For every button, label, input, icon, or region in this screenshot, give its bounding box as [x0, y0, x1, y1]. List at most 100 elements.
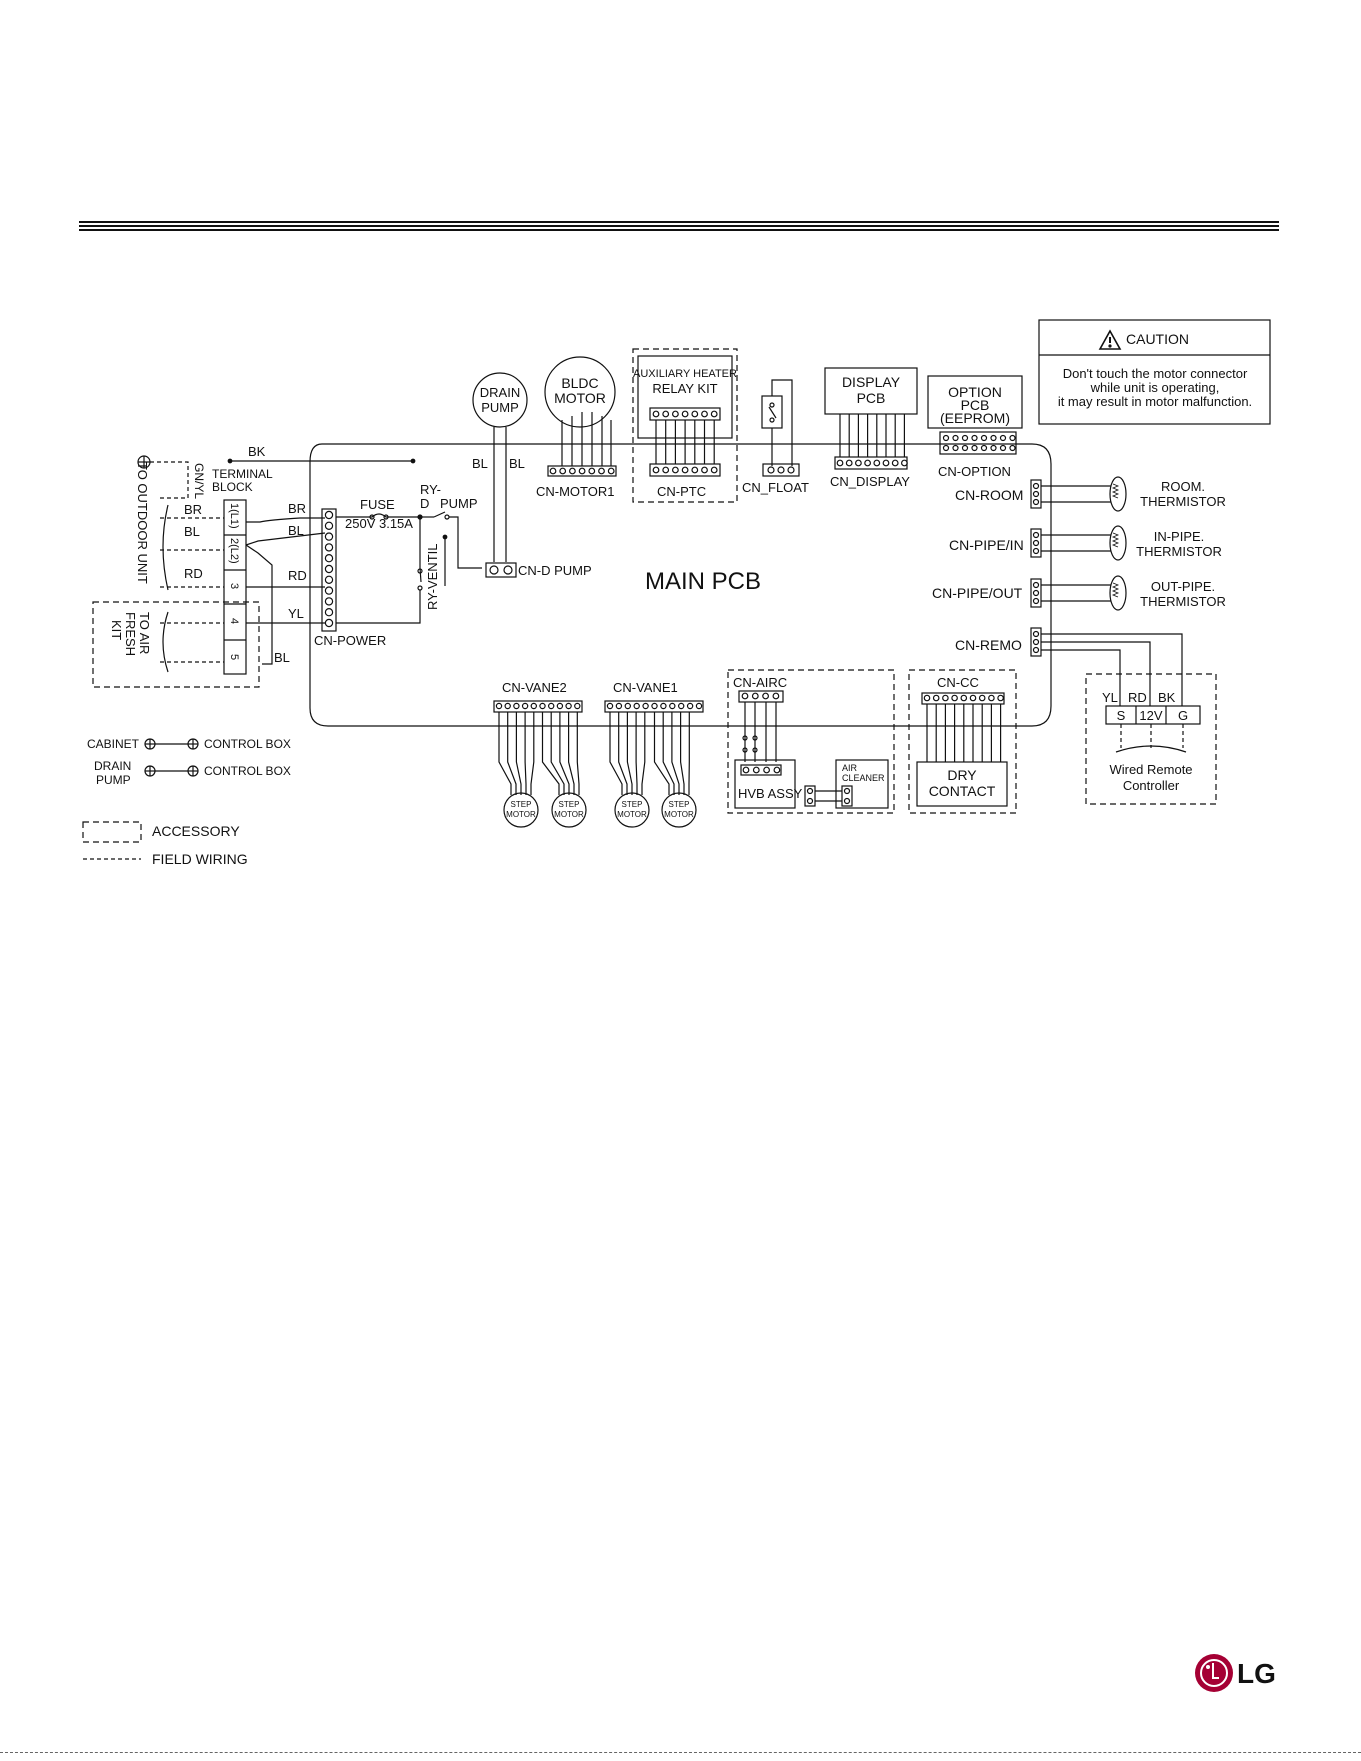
- air-cleaner-label-2: CLEANER: [842, 773, 885, 783]
- connector-pin: [607, 467, 615, 475]
- connector-pin: [752, 766, 760, 774]
- wire: [559, 712, 570, 795]
- cn-ptc-label: CN-PTC: [657, 484, 706, 499]
- dry-label-1: DRY: [947, 767, 977, 783]
- connector-pin: [559, 467, 567, 475]
- terminal-label-1: TERMINAL: [212, 467, 273, 481]
- connector-pin: [324, 575, 334, 585]
- dry-label-2: CONTACT: [929, 783, 996, 799]
- connector-pin: [504, 702, 511, 710]
- connector-pin: [624, 702, 632, 710]
- cn-vane1-label: CN-VANE1: [613, 680, 678, 695]
- connector-pin: [990, 434, 997, 442]
- wire: [576, 712, 580, 795]
- step-motor-icon: [614, 792, 650, 828]
- wire: [524, 712, 527, 795]
- inpipe-th-label-1: IN-PIPE.: [1154, 529, 1205, 544]
- connector-pin: [633, 702, 640, 710]
- cn-airc-connector: [738, 690, 784, 703]
- drain-pump-ground-label-2: PUMP: [96, 773, 131, 787]
- connector-pin: [741, 692, 749, 700]
- terminal-5: 5: [228, 654, 240, 660]
- bk-label: BK: [248, 444, 266, 459]
- remote-bk-label: BK: [1158, 690, 1176, 705]
- cn-room-label: CN-ROOM: [955, 487, 1023, 503]
- rd-right-label: RD: [288, 568, 307, 583]
- inpipe-thermistor-icon: [1109, 525, 1127, 561]
- connector-pin: [324, 543, 334, 552]
- connector-pin: [569, 467, 576, 475]
- step-motor-label: STEP: [511, 800, 532, 809]
- lg-logo: LG: [1195, 1654, 1276, 1692]
- connector-pin: [521, 702, 529, 710]
- step-motor-label: MOTOR: [664, 810, 694, 819]
- remote-s-label: S: [1117, 708, 1126, 723]
- drain-pump-label-1: DRAIN: [480, 385, 520, 400]
- connector-pin: [324, 608, 334, 617]
- outpipe-th-label-2: THERMISTOR: [1140, 594, 1226, 609]
- connector-pin: [1009, 434, 1016, 442]
- cn-display-label: CN_DISPLAY: [830, 474, 910, 489]
- connector-pin: [997, 694, 1004, 702]
- connector-pin: [598, 467, 605, 475]
- terminal-2: 2(L2): [228, 538, 240, 564]
- caution-line-3: it may result in motor malfunction.: [1058, 394, 1252, 409]
- remote-rd-label: RD: [1128, 690, 1147, 705]
- connector-pin: [701, 410, 708, 418]
- wire: [626, 712, 633, 795]
- drain-pump-label-2: PUMP: [481, 400, 519, 415]
- cabinet-label: CABINET: [87, 737, 140, 751]
- connector-pin: [556, 702, 564, 710]
- connector-pin: [942, 434, 950, 442]
- wire: [550, 712, 565, 795]
- cn-remo-label: CN-REMO: [955, 637, 1022, 653]
- step-motor-label: STEP: [559, 800, 580, 809]
- step-motor-label: MOTOR: [506, 810, 536, 819]
- control-box-label-1: CONTROL BOX: [204, 737, 291, 751]
- connector-pin: [695, 702, 703, 710]
- cn-vane2-label: CN-VANE2: [502, 680, 567, 695]
- wire: [498, 712, 512, 795]
- connector-pin: [669, 702, 676, 710]
- cn-vane2-connector: [493, 700, 583, 713]
- fuse-rating-label: 250V 3.15A: [345, 516, 413, 531]
- cn-float-label: CN_FLOAT: [742, 480, 809, 495]
- connector-pin: [873, 459, 881, 467]
- wire: [618, 712, 628, 795]
- step-motor-icon: [551, 792, 587, 828]
- connector-pin: [681, 466, 689, 474]
- aux-heater-accessory-box: [632, 348, 738, 503]
- connector-pin: [324, 510, 334, 520]
- dry-contact-box: [916, 761, 1008, 807]
- connector-pin: [539, 702, 546, 710]
- cn-ptc-connector: [649, 463, 721, 477]
- connector-pin: [901, 459, 908, 467]
- lg-logo-text: LG: [1237, 1658, 1276, 1689]
- room-thermistor-icon: [1109, 476, 1127, 512]
- cn-vane1-connector: [604, 700, 704, 713]
- connector-pin: [980, 434, 988, 442]
- wire: [653, 712, 670, 795]
- warning-icon: [1098, 329, 1122, 350]
- aux-label-2: RELAY KIT: [652, 381, 717, 396]
- connector-pin: [660, 702, 667, 710]
- to-air-label-1: TO AIR: [137, 612, 152, 654]
- bl-left-label: BL: [184, 524, 200, 539]
- room-thermistor-group: CN-ROOM ROOM. THERMISTOR: [955, 476, 1226, 512]
- air-cleaner-label-1: AIR: [842, 763, 858, 773]
- connector-pin: [652, 410, 660, 418]
- outpipe-th-label-1: OUT-PIPE.: [1151, 579, 1215, 594]
- remote-label-1: Wired Remote: [1109, 762, 1192, 777]
- connector-pin: [999, 434, 1007, 442]
- connector-pin: [324, 554, 334, 563]
- fuse-label: FUSE: [360, 497, 395, 512]
- connector-pin: [961, 434, 969, 442]
- connector-pin: [961, 444, 969, 452]
- cn-option-label: CN-OPTION: [938, 464, 1011, 479]
- remote-12v-label: 12V: [1139, 708, 1162, 723]
- to-air-label-2: FRESH: [123, 612, 138, 656]
- connector-pin: [652, 466, 660, 474]
- ry-d-label-2: D: [420, 496, 429, 511]
- cn-d-pump-label: CN-D PUMP: [518, 563, 592, 578]
- connector-pin: [836, 459, 844, 467]
